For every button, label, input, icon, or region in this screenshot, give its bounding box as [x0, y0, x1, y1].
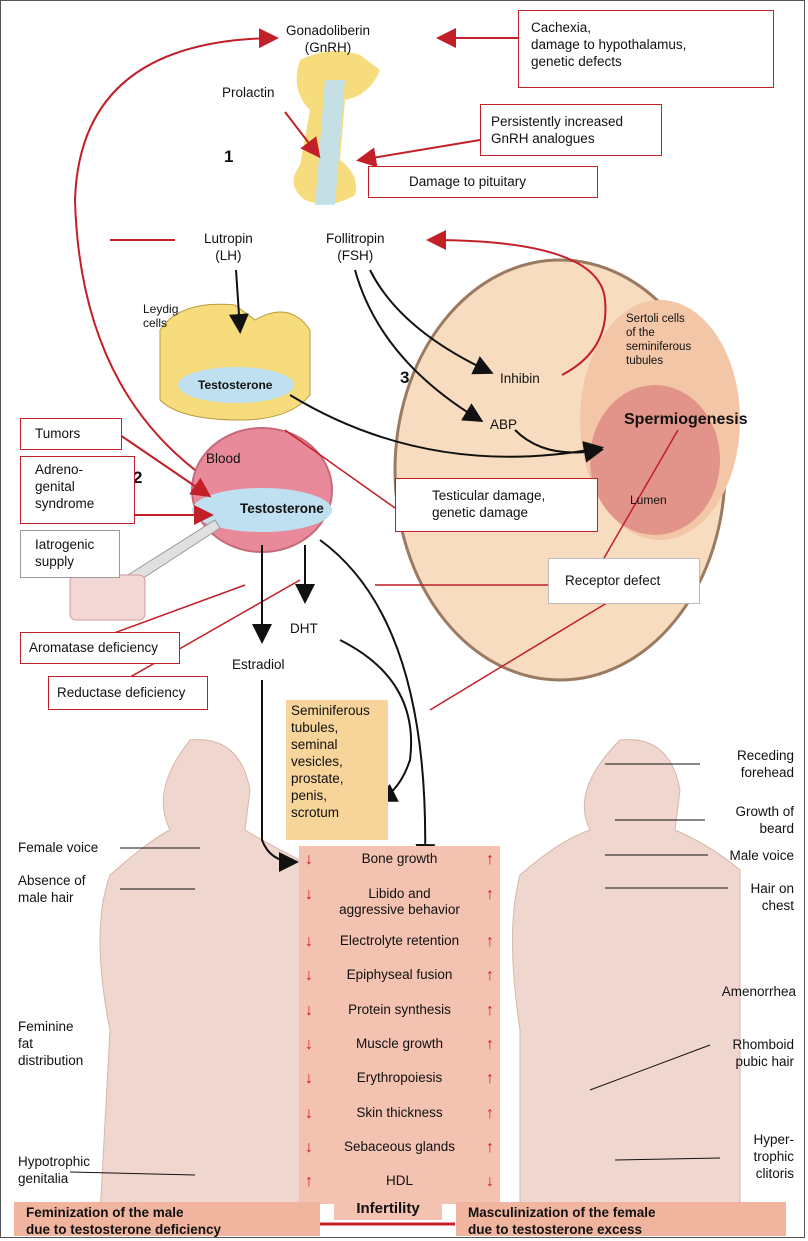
effect-arrow-female: ↑ — [486, 933, 494, 951]
effects-panel: ↓ Bone growth ↑ ↓ Libido and aggressive beha… — [299, 846, 500, 1204]
effect-row: ↓ Electrolyte retention ↑ — [299, 933, 500, 957]
box-gnrh-analogues: Persistently increased GnRH analogues — [480, 104, 662, 156]
effect-row: ↓ Skin thickness ↑ — [299, 1105, 500, 1129]
box-aromatase: Aromatase deficiency — [20, 632, 180, 664]
effect-arrow-male: ↓ — [305, 967, 313, 985]
box-cachexia: Cachexia, damage to hypothalamus, geneti… — [518, 10, 774, 88]
effect-row: ↓ Muscle growth ↑ — [299, 1036, 500, 1060]
effect-row: ↓ Libido and aggressive behavior ↑ — [299, 886, 500, 920]
label-prolactin: Prolactin — [222, 84, 275, 101]
label-sertoli: Sertoli cells of the seminiferous tubule… — [626, 312, 691, 368]
label-female-voice: Female voice — [18, 839, 98, 856]
effect-label: Bone growth — [321, 851, 478, 867]
label-inhibin: Inhibin — [500, 370, 540, 387]
effect-arrow-female: ↑ — [486, 1036, 494, 1054]
label-receding-forehead: Receding forehead — [702, 747, 794, 781]
label-fsh: Follitropin (FSH) — [326, 230, 385, 264]
box-adrenogenital: Adreno- genital syndrome — [20, 456, 135, 524]
gnrh-analogue-arrow — [360, 140, 480, 160]
effect-arrow-male: ↓ — [305, 933, 313, 951]
effect-label: Electrolyte retention — [321, 933, 478, 949]
label-gnrh: Gonadoliberin (GnRH) — [286, 22, 370, 56]
effect-arrow-female: ↑ — [486, 967, 494, 985]
effect-label: HDL — [321, 1173, 478, 1189]
effect-row: ↓ Epiphyseal fusion ↑ — [299, 967, 500, 991]
lumen — [590, 385, 720, 535]
effect-arrow-male: ↑ — [305, 1173, 313, 1191]
footer-masculinization: Masculinization of the female due to tes… — [456, 1202, 786, 1236]
footer-infertility: Infertility — [334, 1198, 442, 1220]
label-step-1: 1 — [224, 147, 233, 167]
label-lumen: Lumen — [630, 492, 667, 509]
label-dht: DHT — [290, 620, 318, 637]
effect-arrow-male: ↓ — [305, 1070, 313, 1088]
effect-arrow-female: ↓ — [486, 1173, 494, 1191]
label-spermiogenesis: Spermiogenesis — [624, 411, 748, 428]
effect-row: ↑ HDL ↓ — [299, 1173, 500, 1197]
effect-arrow-male: ↓ — [305, 1036, 313, 1054]
effect-arrow-male: ↓ — [305, 851, 313, 869]
male-body — [100, 740, 300, 1215]
effect-arrow-male: ↓ — [305, 886, 313, 904]
footer-feminization: Feminization of the male due to testoste… — [14, 1202, 320, 1236]
label-hypotrophic-genitalia: Hypotrophic genitalia — [18, 1153, 90, 1187]
effect-row: ↓ Protein synthesis ↑ — [299, 1002, 500, 1026]
effect-arrow-female: ↑ — [486, 851, 494, 869]
effect-label: Epiphyseal fusion — [321, 967, 478, 983]
effect-label: Skin thickness — [321, 1105, 478, 1121]
label-testosterone-cell: Testosterone — [198, 377, 272, 394]
effect-arrow-female: ↑ — [486, 1139, 494, 1157]
label-lh: Lutropin (LH) — [204, 230, 253, 264]
label-growth-beard: Growth of beard — [702, 803, 794, 837]
effect-arrow-female: ↑ — [486, 1002, 494, 1020]
label-hair-chest: Hair on chest — [702, 880, 794, 914]
effect-arrow-male: ↓ — [305, 1105, 313, 1123]
label-step-3: 3 — [400, 368, 409, 388]
effect-label: Erythropoiesis — [321, 1070, 478, 1086]
effect-arrow-male: ↓ — [305, 1002, 313, 1020]
effect-arrow-female: ↑ — [486, 1070, 494, 1088]
label-absence-male-hair: Absence of male hair — [18, 872, 86, 906]
effect-label: Muscle growth — [321, 1036, 478, 1052]
effect-arrow-female: ↑ — [486, 886, 494, 904]
box-reductase: Reductase deficiency — [48, 676, 208, 710]
label-abp: ABP — [490, 416, 517, 433]
label-feminine-fat: Feminine fat distribution — [18, 1018, 83, 1069]
effect-row: ↓ Bone growth ↑ — [299, 851, 500, 875]
label-testosterone-blood: Testosterone — [240, 500, 324, 517]
effect-label: Sebaceous glands — [321, 1139, 478, 1155]
effect-arrow-male: ↓ — [305, 1139, 313, 1157]
effect-label: Protein synthesis — [321, 1002, 478, 1018]
box-receptor-defect: Receptor defect — [548, 558, 700, 604]
target-organs-box: Seminiferous tubules, seminal vesicles, … — [286, 700, 388, 840]
box-testicular-damage: Testicular damage, genetic damage — [395, 478, 598, 532]
box-pituitary-damage: Damage to pituitary — [368, 166, 598, 198]
label-amenorrhea: Amenorrhea — [700, 983, 796, 1000]
label-estradiol: Estradiol — [232, 656, 285, 673]
label-blood: Blood — [206, 450, 241, 467]
effect-row: ↓ Erythropoiesis ↑ — [299, 1070, 500, 1094]
label-hypertrophic-clitoris: Hyper- trophic clitoris — [702, 1131, 794, 1182]
effect-label: Libido and aggressive behavior — [321, 886, 478, 918]
box-iatrogenic: Iatrogenic supply — [20, 530, 120, 578]
effect-arrow-female: ↑ — [486, 1105, 494, 1123]
syringe-hand — [70, 575, 145, 620]
box-tumors: Tumors — [20, 418, 122, 450]
effect-row: ↓ Sebaceous glands ↑ — [299, 1139, 500, 1163]
label-leydig: Leydig cells — [143, 302, 178, 330]
label-male-voice: Male voice — [702, 847, 794, 864]
label-rhomboid-pubic-hair: Rhomboid pubic hair — [702, 1036, 794, 1070]
